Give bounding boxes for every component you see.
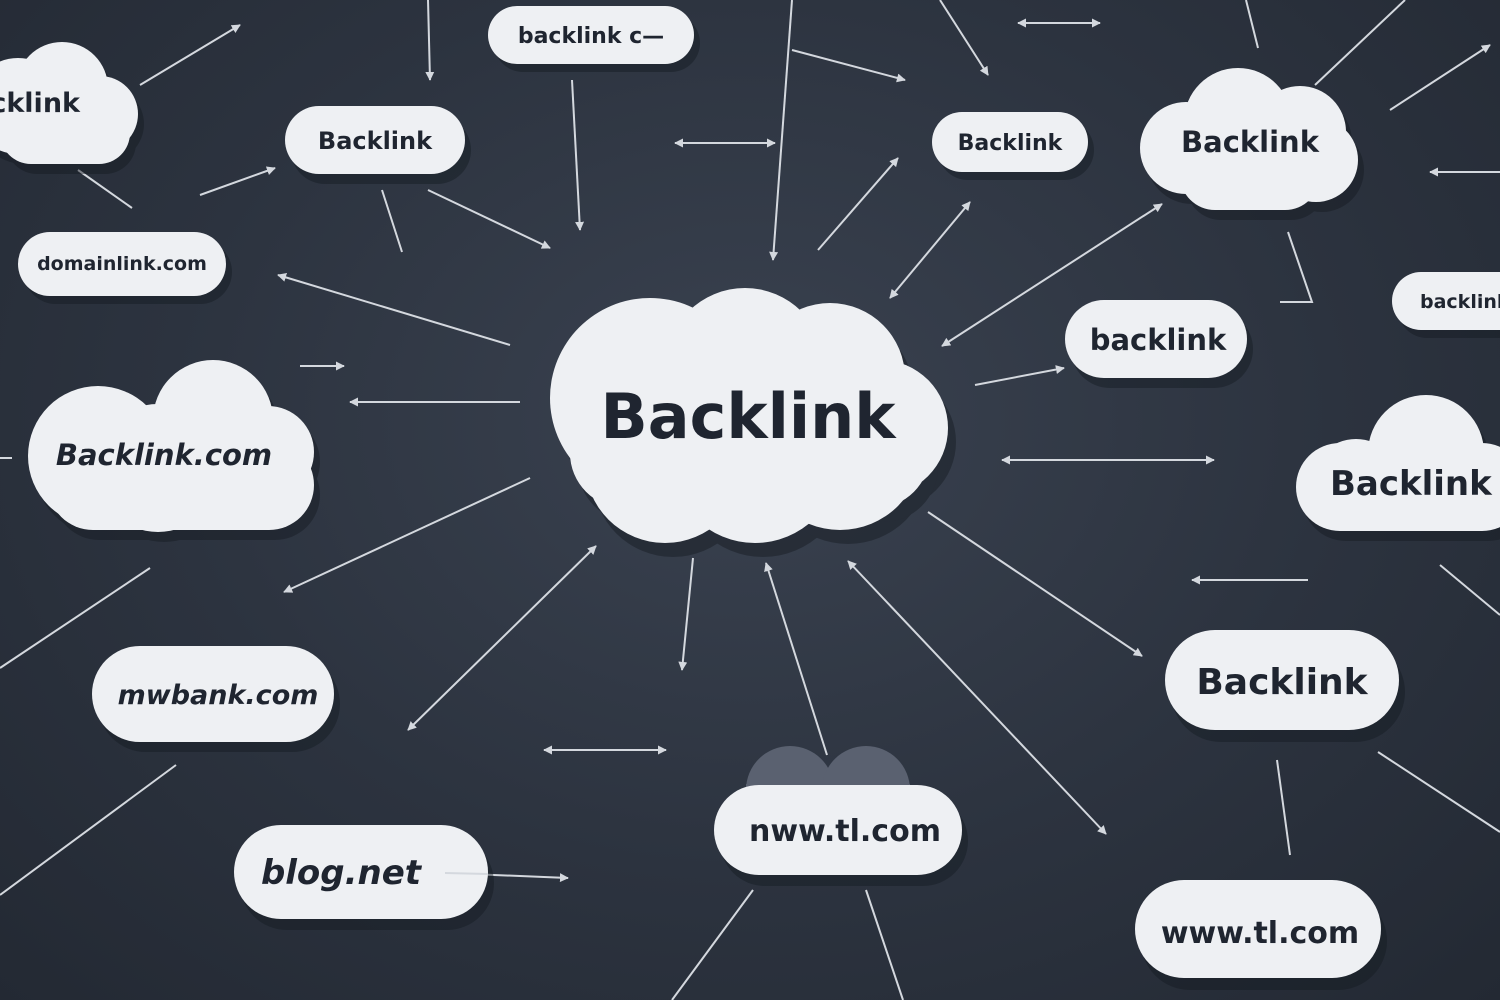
connector-line	[927, 511, 1143, 657]
connector-line	[1314, 0, 1406, 86]
node-label: Backlink.com	[56, 438, 272, 472]
connector-line	[865, 889, 904, 1000]
connector-line	[1280, 231, 1314, 303]
node-pill: Backlink	[932, 112, 1094, 180]
node-label: www.tl.com	[1161, 916, 1359, 951]
central-label: Backlink	[601, 380, 898, 453]
node-pill: www.tl.com	[1135, 880, 1387, 990]
node-pill: mwbank.com	[92, 646, 340, 752]
node-pill: backlink	[1392, 272, 1500, 338]
node-pill: blog.net	[234, 825, 494, 930]
node-pill: backlink	[1065, 300, 1253, 388]
node-pill: domainlink.com	[18, 232, 232, 304]
node-label: domainlink.com	[37, 253, 207, 275]
connector-line	[444, 872, 489, 875]
connector-line	[678, 557, 694, 671]
node-label: backlink	[1090, 323, 1227, 357]
node-label: Backlink	[1196, 662, 1368, 703]
central-node: Backlink	[550, 288, 956, 557]
node-pill: Backlink	[1165, 630, 1405, 742]
connector-line	[974, 365, 1065, 386]
connector-line	[199, 166, 276, 196]
node-label: nww.tl.com	[749, 814, 941, 849]
connector-line	[381, 189, 403, 253]
connector-line	[671, 889, 754, 1000]
node-pill: backlink c—	[488, 6, 700, 72]
node-label: Backlink	[1330, 464, 1493, 504]
node-label: backlink	[1420, 291, 1500, 313]
connector-line	[0, 764, 177, 896]
node-pill: nww.tl.com	[714, 785, 968, 886]
node-label: Backlink	[958, 131, 1064, 156]
node-label: blog.net	[261, 853, 423, 893]
connector-line	[1377, 751, 1500, 833]
node-label: backlink c—	[518, 24, 664, 49]
connector-line	[791, 49, 906, 83]
connector-line	[1276, 759, 1291, 856]
node-pill: Backlink	[285, 106, 471, 184]
node-cloud: cklink	[0, 42, 144, 174]
node-cloud: Backlink.com	[28, 360, 320, 542]
connector-line	[941, 203, 1163, 347]
node-cloud: Backlink	[1140, 68, 1364, 220]
node-label: Backlink	[318, 127, 433, 155]
connector-line	[427, 189, 551, 249]
connector-line	[889, 201, 971, 299]
connector-line	[1245, 0, 1259, 49]
connector-line	[847, 560, 1107, 835]
connector-line	[0, 567, 151, 669]
connector-line	[939, 0, 989, 76]
connector-line	[77, 169, 133, 209]
connector-line	[1439, 564, 1500, 616]
connector-line	[425, 0, 435, 81]
connector-line	[139, 24, 241, 86]
connector-line	[764, 562, 828, 756]
connector-line	[817, 157, 899, 251]
node-label: cklink	[0, 88, 81, 119]
node-cloud: Backlink	[1296, 395, 1500, 541]
connector-line	[769, 0, 793, 261]
connector-line	[283, 477, 531, 593]
connector-line	[1389, 44, 1491, 111]
node-label: mwbank.com	[118, 680, 319, 711]
connector-line	[571, 79, 585, 231]
node-label: Backlink	[1181, 125, 1320, 159]
connector-line	[407, 545, 597, 731]
connector-line	[277, 273, 511, 346]
